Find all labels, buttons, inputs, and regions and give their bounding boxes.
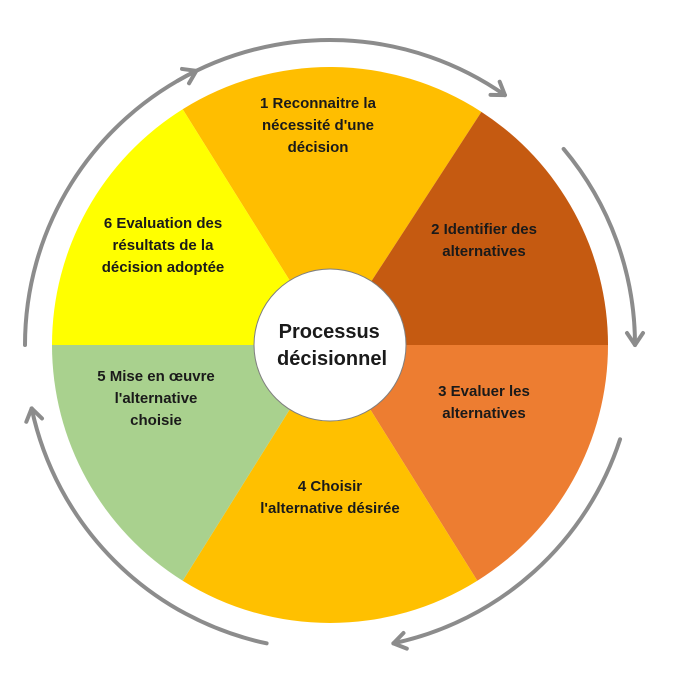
segment-4-label: 4 Choisir l'alternative désirée	[260, 478, 399, 517]
cycle-arrow-5	[23, 68, 199, 347]
segment-5-wedge	[52, 345, 330, 581]
center-title-line-2: décisionnel	[277, 348, 387, 370]
center-circle	[253, 268, 407, 422]
wheel-center: Processus décisionnel	[253, 268, 407, 422]
segment-5: 5 Mise en œuvre l'alternative choisie	[52, 345, 330, 581]
segment-4-wedge	[182, 345, 478, 623]
segment-5-label-line-2: l'alternative	[115, 390, 198, 407]
cycle-arrow-4-head	[24, 406, 44, 424]
segment-6-label-line-3: décision adoptée	[102, 259, 225, 276]
segment-4-label-line-1: 4 Choisir	[298, 478, 362, 495]
segment-1-wedge	[182, 66, 482, 345]
wheel-segments: 1 Reconnaitre la nécessité d'une décision 2…	[52, 66, 608, 623]
segment-6-label-line-1: 6 Evaluation des	[104, 215, 222, 232]
segment-3-label-line-2: alternatives	[442, 405, 525, 422]
cycle-arrow-2-head	[625, 331, 645, 347]
segment-4: 4 Choisir l'alternative désirée	[182, 345, 478, 623]
segment-3-wedge	[330, 345, 608, 581]
segment-3-label-line-1: 3 Evaluer les	[438, 383, 530, 400]
cycle-arrow-1	[175, 38, 507, 98]
segment-3: 3 Evaluer les alternatives	[330, 345, 608, 581]
segment-2-wedge	[330, 111, 608, 345]
segment-1-label: 1 Reconnaitre la nécessité d'une décision	[260, 95, 377, 156]
segment-6-label: 6 Evaluation des résultats de la décision …	[102, 215, 225, 276]
segment-5-label-line-3: choisie	[130, 412, 182, 429]
segment-2-label-line-1: 2 Identifier des	[431, 221, 537, 238]
segment-1: 1 Reconnaitre la nécessité d'une décision	[182, 66, 482, 345]
cycle-arrow-4	[29, 406, 269, 646]
segment-2-label: 2 Identifier des alternatives	[431, 221, 537, 260]
segment-6-label-line-2: résultats de la	[113, 237, 215, 254]
cycle-arrow-5-head	[180, 66, 199, 86]
segment-1-label-line-1: 1 Reconnaitre la	[260, 95, 377, 112]
center-title: Processus décisionnel	[277, 321, 387, 370]
cycle-arrow-3-head	[391, 631, 409, 651]
cycle-arrow-3	[391, 437, 623, 646]
center-title-line-1: Processus	[279, 321, 380, 343]
segment-2: 2 Identifier des alternatives	[330, 111, 608, 345]
segment-4-label-line-2: l'alternative désirée	[260, 500, 399, 517]
segment-3-label: 3 Evaluer les alternatives	[438, 383, 530, 422]
segment-5-label: 5 Mise en œuvre l'alternative choisie	[97, 368, 215, 429]
cycle-arrow-1-head	[488, 79, 507, 98]
cycle-arrow-2	[561, 146, 637, 347]
segment-5-label-line-1: 5 Mise en œuvre	[97, 368, 215, 385]
segment-1-label-line-3: décision	[288, 139, 349, 156]
cycle-arrows	[23, 38, 645, 651]
segment-6-wedge	[52, 109, 330, 345]
segment-2-label-line-2: alternatives	[442, 243, 525, 260]
segment-6: 6 Evaluation des résultats de la décision …	[52, 109, 330, 345]
segment-1-label-line-2: nécessité d'une	[262, 117, 374, 134]
